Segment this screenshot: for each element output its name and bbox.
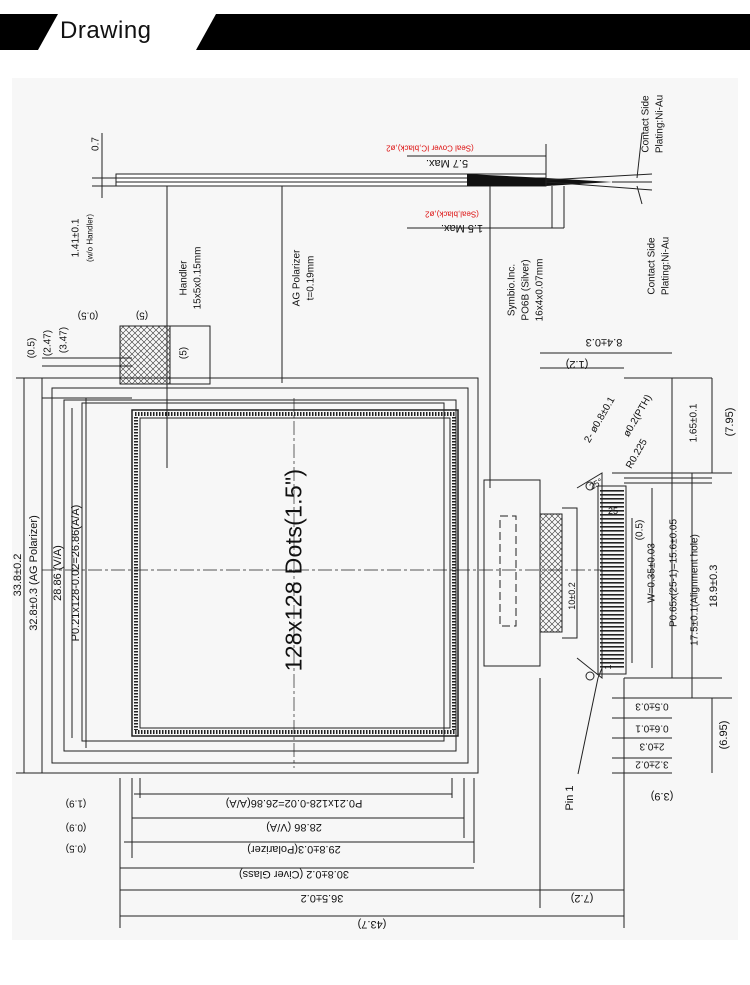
page-title: Drawing [60, 17, 152, 44]
ag-polarizer-label: AG Polarizer [291, 249, 303, 307]
dim-left-0-5: (0.5) [26, 337, 38, 359]
dim-wo-handler: (w/o Handler) [85, 213, 95, 263]
dim-total-width: (43.7) [357, 918, 387, 930]
dim-aa-width: P0.21x128-0.02=26.86(A/A) [225, 797, 363, 809]
symbio-label: Symbio.Inc. [506, 263, 518, 317]
handler-label: Handler [178, 260, 190, 296]
dim-ag-polarizer-height: 32.8±0.3 (AG Polarizer) [28, 515, 40, 631]
dim-1-5-max: 1.5 Max. [440, 222, 484, 234]
pin-25-marker: 25 [608, 506, 619, 516]
dim-glass-width: 30.8±0.2 (Civer Glass) [239, 868, 349, 880]
header-tab [36, 14, 216, 50]
seal-black-note: (Seal,black),ø2 [425, 209, 479, 219]
dim-left-2-47: (2.47) [42, 329, 54, 357]
dim-7-95: (7.95) [724, 407, 736, 437]
dim-6-95: (6.95) [718, 720, 730, 750]
dim-pin-pitch: P0.65x(25-1)=15.6±0.05 [668, 518, 680, 628]
dim-0-5-offset: 0.5±0.3 [635, 700, 669, 712]
dim-1-65: 1.65±0.1 [688, 403, 700, 443]
dim-18-9: 18.9±0.3 [708, 564, 720, 608]
dim-left-0-5-top: (0.5) [77, 309, 99, 321]
display-center-label: 128x128 Dots(1.5") [280, 468, 307, 672]
pin-1-label: Pin 1 [564, 785, 576, 811]
dim-0-5-bottom: (0.5) [65, 842, 87, 854]
contact-side-1: Contact Side [640, 95, 652, 153]
dim-left-3-47: (3.47) [58, 326, 70, 354]
plating-2: Plating:Ni-Au [660, 236, 672, 296]
dim-overall-width: 36.5±0.2 [300, 892, 344, 904]
po6b-size: 16x4x0.07mm [534, 258, 546, 322]
contact-side-2: Contact Side [646, 237, 658, 295]
dim-pin-width: W=0.35±0.03 [646, 543, 658, 603]
dim-va-height: 28.86 (V/A) [52, 545, 64, 601]
technical-drawing: 0.7 1.41±0.1 (w/o Handler) Handler 15x5x… [12, 78, 738, 940]
drawing-lines [16, 132, 732, 928]
handler-size: 15x5x0.15mm [192, 246, 204, 310]
seal-cover-note: (Seal Cover IC,black),ø2 [386, 143, 474, 153]
dim-1-2: (1.2) [565, 358, 589, 370]
dim-0-9: (0.9) [65, 821, 87, 833]
dim-1-9: (1.9) [65, 797, 87, 809]
dim-2: 2±0.3 [639, 740, 665, 752]
dim-aa-height: P0.21x128-0.02=26.86(A/A) [70, 504, 82, 642]
dim-7-2: (7.2) [570, 892, 594, 904]
dim-3-2: 3.2±0.2 [635, 758, 669, 770]
dim-10: 10±0.2 [567, 582, 577, 610]
dim-polarizer-width: 29.8±0.3(Polarizer) [247, 843, 341, 855]
dim-5-7-max: 5.7 Max. [425, 157, 469, 169]
dim-3-9: (3.9) [650, 790, 674, 802]
dim-alignment-hole: 17.5±0.1(Alignment hole) [689, 534, 701, 646]
dim-left-5-top: (5) [135, 309, 149, 321]
dim-va-width: 28.86 (V/A) [266, 821, 322, 833]
plating-1: Plating:Ni-Au [654, 94, 666, 154]
dim-overall-height: 33.8±0.2 [12, 553, 24, 597]
dim-thickness: 1.41±0.1 [70, 218, 82, 258]
pin-1-marker: 1 [603, 664, 613, 670]
po6b-label: PO6B (Silver) [520, 259, 532, 321]
dim-left-5-side: (5) [178, 346, 190, 360]
dim-0-7: 0.7 [90, 137, 102, 151]
ag-thickness: t=0.19mm [305, 255, 317, 301]
dim-right-0-5: (0.5) [634, 519, 646, 541]
dim-0-6: 0.6±0.1 [635, 722, 669, 734]
dim-8-4: 8.4±0.3 [585, 336, 623, 348]
